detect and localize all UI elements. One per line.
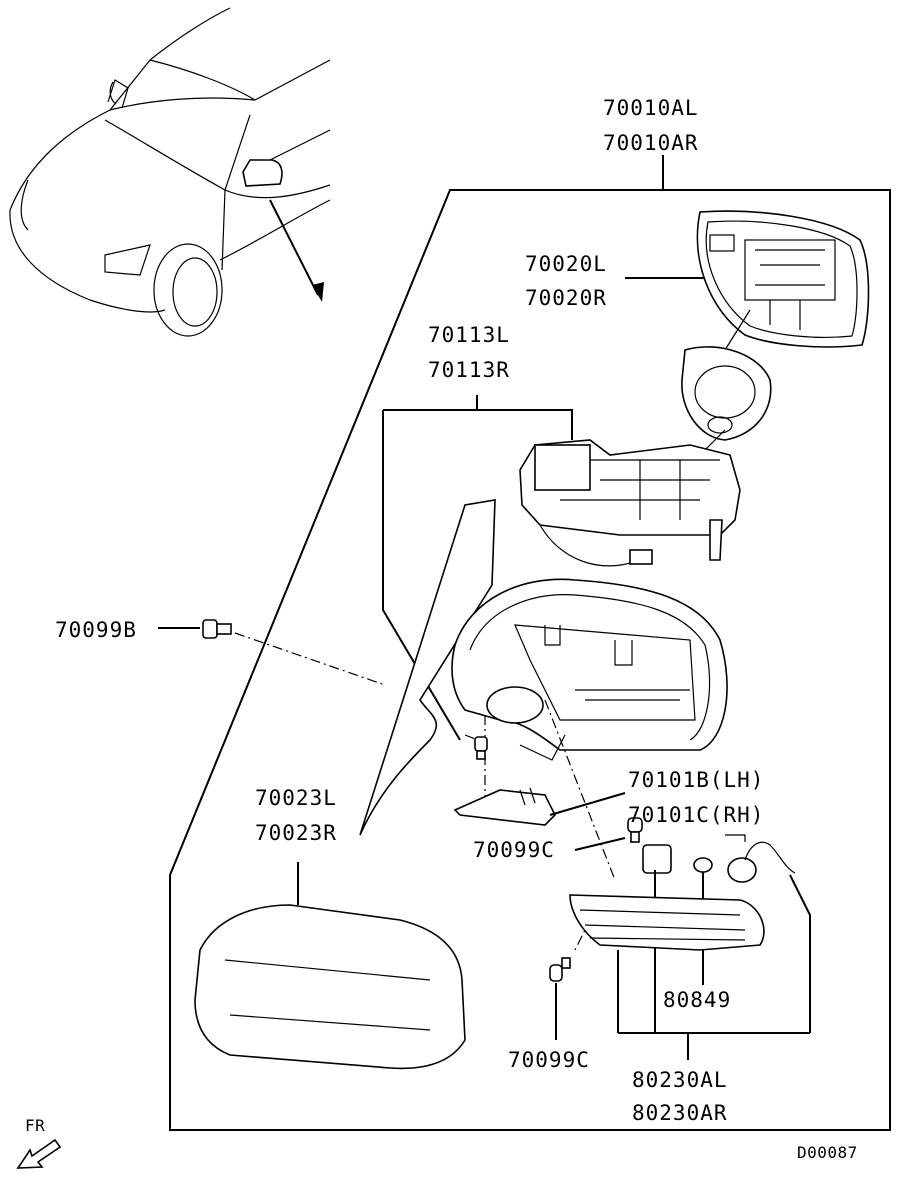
label-70099c-lower: 70099C [508,1048,590,1072]
label-70020l: 70020L [525,252,607,276]
label-80849: 80849 [663,988,732,1012]
actuator-part [382,395,741,741]
label-70020r: 70020R [525,286,607,310]
label-70101c-rh: 70101C(RH) [628,803,765,827]
mirror-housing-part [359,499,728,836]
assembly-frame [169,155,891,1131]
label-70010al: 70010AL [603,96,699,120]
drawing-code: D00087 [797,1143,858,1162]
side-lamp-part [569,894,810,1060]
screw-70099c-lower-part [549,957,571,1040]
mirror-glass-part [625,210,870,351]
label-70023l: 70023L [255,786,337,810]
label-70099b: 70099B [55,618,137,642]
mirror-cover-part [194,862,466,1070]
label-70113l: 70113L [428,323,510,347]
screw-bracket-part [474,736,488,760]
actuator-motor-part [681,346,772,456]
label-80230ar: 80230AR [632,1101,728,1125]
screw-70099c-upper-part [574,817,643,851]
direction-label: FR [25,1116,46,1135]
label-70023r: 70023R [255,821,337,845]
label-70010ar: 70010AR [603,131,699,155]
screw-70099b-part [158,619,232,639]
label-70099c-upper: 70099C [473,838,555,862]
label-70101b-lh: 70101B(LH) [628,768,765,792]
label-80230al: 80230AL [632,1068,728,1092]
forward-direction-arrow [16,1138,62,1169]
bracket-part [453,787,626,826]
vehicle-sketch [9,7,331,337]
label-70113r: 70113R [428,358,510,382]
